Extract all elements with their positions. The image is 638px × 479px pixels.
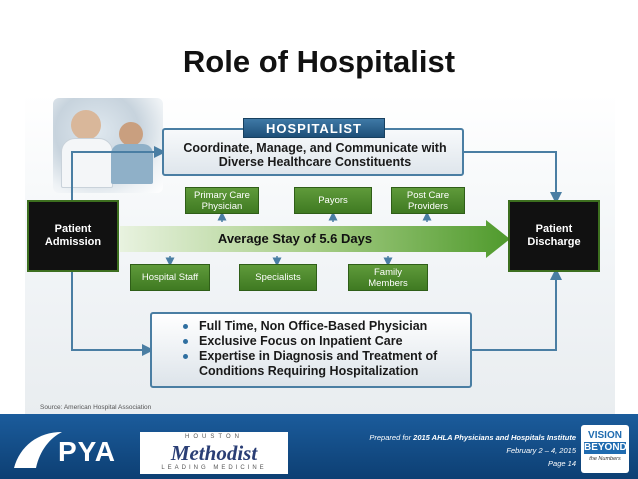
methodist-logo: HOUSTON Methodist LEADING MEDICINE	[140, 432, 288, 474]
pya-logo-text: PYA	[58, 436, 116, 468]
methodist-top-text: HOUSTON	[140, 434, 288, 440]
box-line: Payors	[318, 195, 348, 206]
bullet-icon	[183, 354, 188, 359]
vision-text: VISION	[581, 430, 629, 441]
box-line: Specialists	[255, 272, 300, 283]
bullet-icon	[183, 339, 188, 344]
prepared-for-line: Prepared for 2015 AHLA Physicians and Ho…	[300, 431, 576, 444]
hospitalist-line-1: Coordinate, Manage, and Communicate with	[170, 141, 460, 155]
beyond-text: BEYOND	[584, 442, 626, 454]
footer-date: February 2 – 4, 2015	[300, 444, 576, 457]
average-stay-label: Average Stay of 5.6 Days	[120, 224, 470, 254]
box-line: Providers	[407, 201, 449, 212]
hospitalist-description: Coordinate, Manage, and Communicate with…	[170, 141, 460, 169]
patient-head-shape	[119, 122, 143, 146]
box-line: Hospital Staff	[142, 272, 198, 283]
box-line: Primary Care	[194, 190, 250, 201]
prepared-prefix: Prepared for	[369, 433, 413, 442]
attributes-list: Full Time, Non Office-Based Physician Ex…	[175, 319, 475, 379]
source-note: Source: American Hospital Association	[40, 404, 151, 411]
page-title: Role of Hospitalist	[0, 44, 638, 80]
box-line: Physician	[194, 201, 250, 212]
bullet-icon	[183, 324, 188, 329]
patient-body-shape	[111, 144, 153, 184]
doctor-patient-photo	[53, 98, 163, 193]
list-item: Exclusive Focus on Inpatient Care	[175, 334, 475, 349]
box-line: Members	[368, 278, 408, 289]
list-item-text: Conditions Requiring Hospitalization	[199, 364, 418, 378]
box-payors: Payors	[294, 187, 372, 214]
box-line: Post Care	[407, 190, 449, 201]
list-item-continuation: Conditions Requiring Hospitalization	[175, 364, 475, 379]
list-item-text: Full Time, Non Office-Based Physician	[199, 319, 427, 333]
discharge-line: Patient	[527, 223, 580, 236]
box-specialists: Specialists	[239, 264, 317, 291]
the-numbers-text: the Numbers	[581, 455, 629, 463]
list-item-text: Expertise in Diagnosis and Treatment of	[199, 349, 437, 363]
methodist-name: Methodist	[140, 441, 288, 466]
doctor-head-shape	[71, 110, 101, 140]
footer-info: Prepared for 2015 AHLA Physicians and Ho…	[300, 431, 576, 470]
list-item: Full Time, Non Office-Based Physician	[175, 319, 475, 334]
doctor-coat-shape	[61, 138, 113, 188]
hospitalist-tag: HOSPITALIST	[243, 118, 385, 138]
admission-line: Patient	[45, 223, 101, 236]
pya-swoosh-icon	[14, 432, 62, 468]
hospitalist-line-2: Diverse Healthcare Constituents	[170, 155, 460, 169]
list-item-text: Exclusive Focus on Inpatient Care	[199, 334, 403, 348]
list-item: Expertise in Diagnosis and Treatment of	[175, 349, 475, 364]
prepared-event: 2015 AHLA Physicians and Hospitals Insti…	[413, 433, 576, 442]
admission-line: Admission	[45, 236, 101, 249]
footer-page-number: Page 14	[300, 457, 576, 470]
discharge-line: Discharge	[527, 236, 580, 249]
vision-beyond-logo: VISION BEYOND the Numbers	[581, 425, 629, 473]
box-hospital-staff: Hospital Staff	[130, 264, 210, 291]
box-line: Family	[368, 267, 408, 278]
methodist-tagline: LEADING MEDICINE	[140, 465, 288, 471]
